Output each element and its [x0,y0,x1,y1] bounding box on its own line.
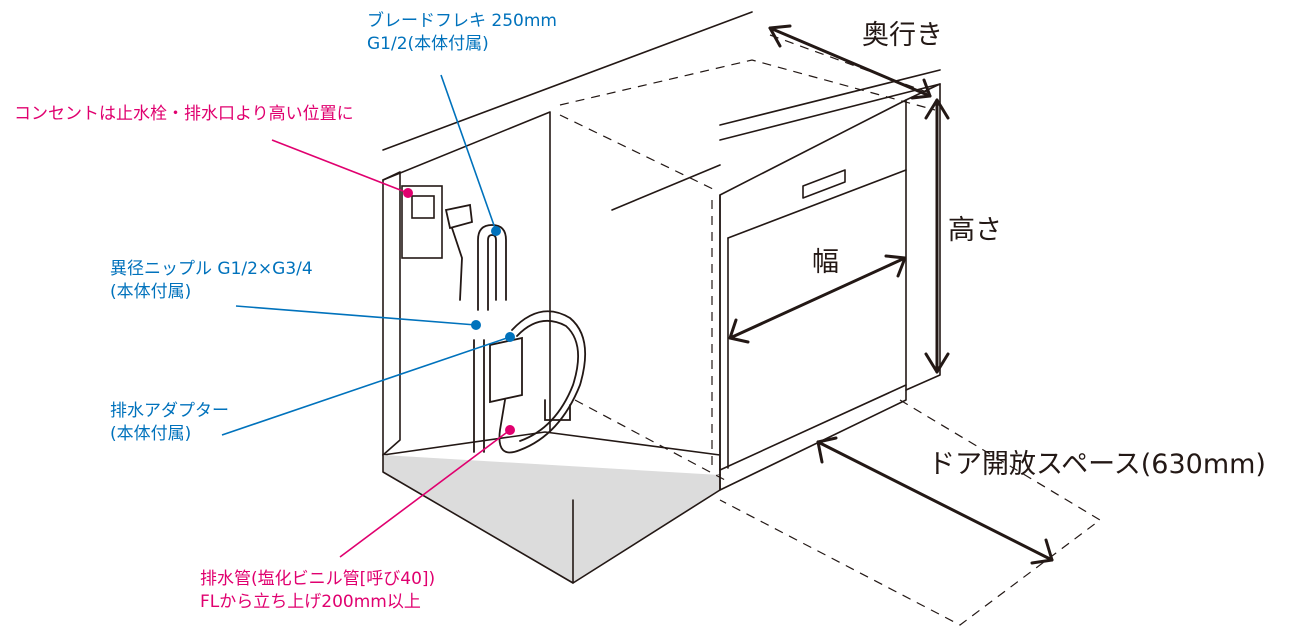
flex-hose-label: ブレードフレキ 250mm G1/2(本体付属) [367,10,557,56]
adapter [489,336,523,404]
adapter-label-line2: (本体付属) [110,423,192,444]
drain-pipe [473,339,485,453]
width-label: 幅 [812,247,839,278]
outlet-label: コンセントは止水栓・排水口より高い位置に [14,104,354,124]
height-arrow [924,98,950,374]
door-space-label: ドア開放スペース(630mm) [928,449,1266,480]
flex-hose-label-line2: G1/2(本体付属) [367,33,489,54]
pipe-dot [505,425,515,435]
depth-label: 奥行き [862,20,943,51]
depth-arrow [768,24,932,100]
adapter-label: 排水アダプター (本体付属) [110,400,229,446]
adapter-dot [505,332,515,342]
height-label: 高さ [948,215,1002,246]
door-space-arrow [816,436,1054,565]
control-panel [802,169,846,199]
drain-hose [498,310,587,454]
width-arrow [728,254,907,344]
floor-front [382,454,721,584]
adapter-leader [221,336,511,436]
outlet-leader [271,139,409,194]
drain-pipe-label: 排水管(塩化ビニル管[呼び40]) FLから立ち上げ200mm以上 [200,568,435,614]
drain-pipe-label-line1: 排水管(塩化ビニル管[呼び40]) [200,569,436,589]
power-cord [449,221,463,301]
nipple-leader [235,305,477,326]
nipple-dot [471,320,481,330]
flex-leader [440,74,497,232]
nipple-label-line2: (本体付属) [110,281,192,302]
nipple-label: 異径ニップル G1/2×G3/4 (本体付属) [110,258,313,304]
drain-pipe-label-line2: FLから立ち上げ200mm以上 [200,591,421,612]
flex-hose-label-line1: ブレードフレキ 250mm [367,11,557,31]
left-panel [382,171,401,456]
power-plug [444,203,473,230]
dishwasher-body [719,99,907,471]
flex-dot [491,226,501,236]
nipple-label-line1: 異径ニップル G1/2×G3/4 [110,259,313,279]
pipe-leader [339,429,511,558]
adapter-label-line1: 排水アダプター [110,401,229,421]
outlet-dot [403,188,413,198]
flex-hose [477,224,507,311]
